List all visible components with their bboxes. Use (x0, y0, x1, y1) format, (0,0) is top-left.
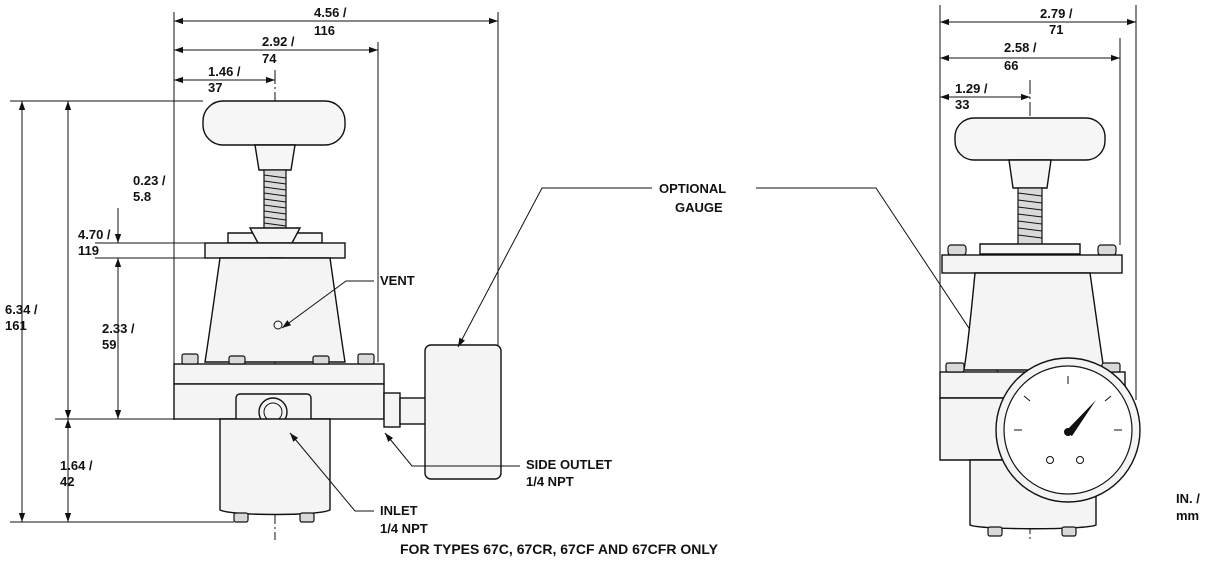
side-outlet-leader (384, 432, 520, 467)
spring-case-plate (204, 242, 346, 259)
side-foot (987, 526, 1003, 537)
handwheel-knob (202, 100, 346, 146)
dim-spring-gap-mm: 5.8 (133, 189, 151, 204)
dim-overall-width-mm: 116 (314, 23, 335, 38)
units-label-1: IN. / (1176, 491, 1200, 506)
flange-bolt (357, 353, 375, 365)
dim-half-width-label: 1.46 / (208, 64, 241, 79)
side-lock-nut (979, 243, 1081, 255)
gauge-leader-front (457, 187, 652, 348)
side-spring-plate (941, 254, 1123, 274)
gauge-body (424, 344, 502, 480)
side-flange-bolt (945, 362, 965, 373)
bonnet (204, 257, 346, 363)
front-view: 4.56 / 116 2.92 / 74 1.46 / 37 0.23 / 5.… (5, 5, 1007, 540)
foot (233, 512, 249, 523)
inlet-leader (289, 432, 374, 512)
side-plate-bolt (947, 244, 967, 256)
gauge-leader-side (756, 187, 1007, 385)
optional-gauge-label-1: OPTIONAL (659, 181, 726, 196)
gauge-ticks (1014, 376, 1122, 431)
dim-half-width-mm: 37 (208, 80, 222, 95)
side-outlet-label-2: 1/4 NPT (526, 474, 574, 489)
gauge-connector (399, 397, 427, 425)
side-knob-stem (1008, 159, 1052, 189)
flange-bolt (181, 353, 199, 365)
adjusting-screw (263, 169, 287, 237)
knob-stem (254, 144, 296, 171)
side-outlet-fitting (383, 392, 401, 428)
dim-overall-width-label: 4.56 / (314, 5, 347, 20)
dim-overall-height-label: 6.34 / (5, 302, 38, 317)
inlet-label-1: INLET (380, 503, 418, 518)
lock-nut (248, 227, 302, 244)
dim-bonnet-height-mm: 59 (102, 337, 116, 352)
gauge-hole (1046, 456, 1054, 464)
dim-side-body-width-mm: 66 (1004, 58, 1018, 73)
gauge-needle (1065, 400, 1096, 436)
gauge-pivot (1064, 428, 1072, 436)
vent-label: VENT (380, 273, 415, 288)
vent-leader (281, 280, 374, 329)
dim-side-body-width-label: 2.58 / (1004, 40, 1037, 55)
side-foot (1061, 526, 1077, 537)
dim-overall-height-mm: 161 (5, 318, 27, 333)
dim-bonnet-height-label: 2.33 / (102, 321, 135, 336)
foot (299, 512, 315, 523)
dim-side-half-width-mm: 33 (955, 97, 969, 112)
side-bonnet (963, 272, 1105, 371)
side-plate-bolt (1097, 244, 1117, 256)
dim-body-width-label: 2.92 / (262, 34, 295, 49)
dim-spring-gap-label: 0.23 / (133, 173, 166, 188)
side-view: 2.79 / 71 2.58 / 66 1.29 / 33 (939, 5, 1141, 540)
diaphragm-flange (173, 363, 385, 385)
dim-side-half-width-label: 1.29 / (955, 81, 988, 96)
dim-upper-height-label: 4.70 / (78, 227, 111, 242)
dim-side-overall-width-label: 2.79 / (1040, 6, 1073, 21)
footnote: FOR TYPES 67C, 67CR, 67CF AND 67CFR ONLY (400, 541, 719, 557)
optional-gauge-label-2: GAUGE (675, 200, 723, 215)
flange-bolt (228, 355, 246, 365)
side-outlet-label-1: SIDE OUTLET (526, 457, 612, 472)
dim-body-width-mm: 74 (262, 51, 277, 66)
inlet-label-2: 1/4 NPT (380, 521, 428, 536)
units-label-2: mm (1176, 508, 1199, 523)
gauge-hole (1076, 456, 1084, 464)
dim-lower-height-label: 1.64 / (60, 458, 93, 473)
dim-side-overall-width-mm: 71 (1049, 22, 1063, 37)
flange-bolt (312, 355, 330, 365)
dim-upper-height-mm: 119 (78, 243, 99, 258)
filter-bowl (219, 418, 331, 516)
side-screw-threads (1017, 192, 1043, 239)
side-handwheel (954, 117, 1106, 161)
dim-lower-height-mm: 42 (60, 474, 74, 489)
